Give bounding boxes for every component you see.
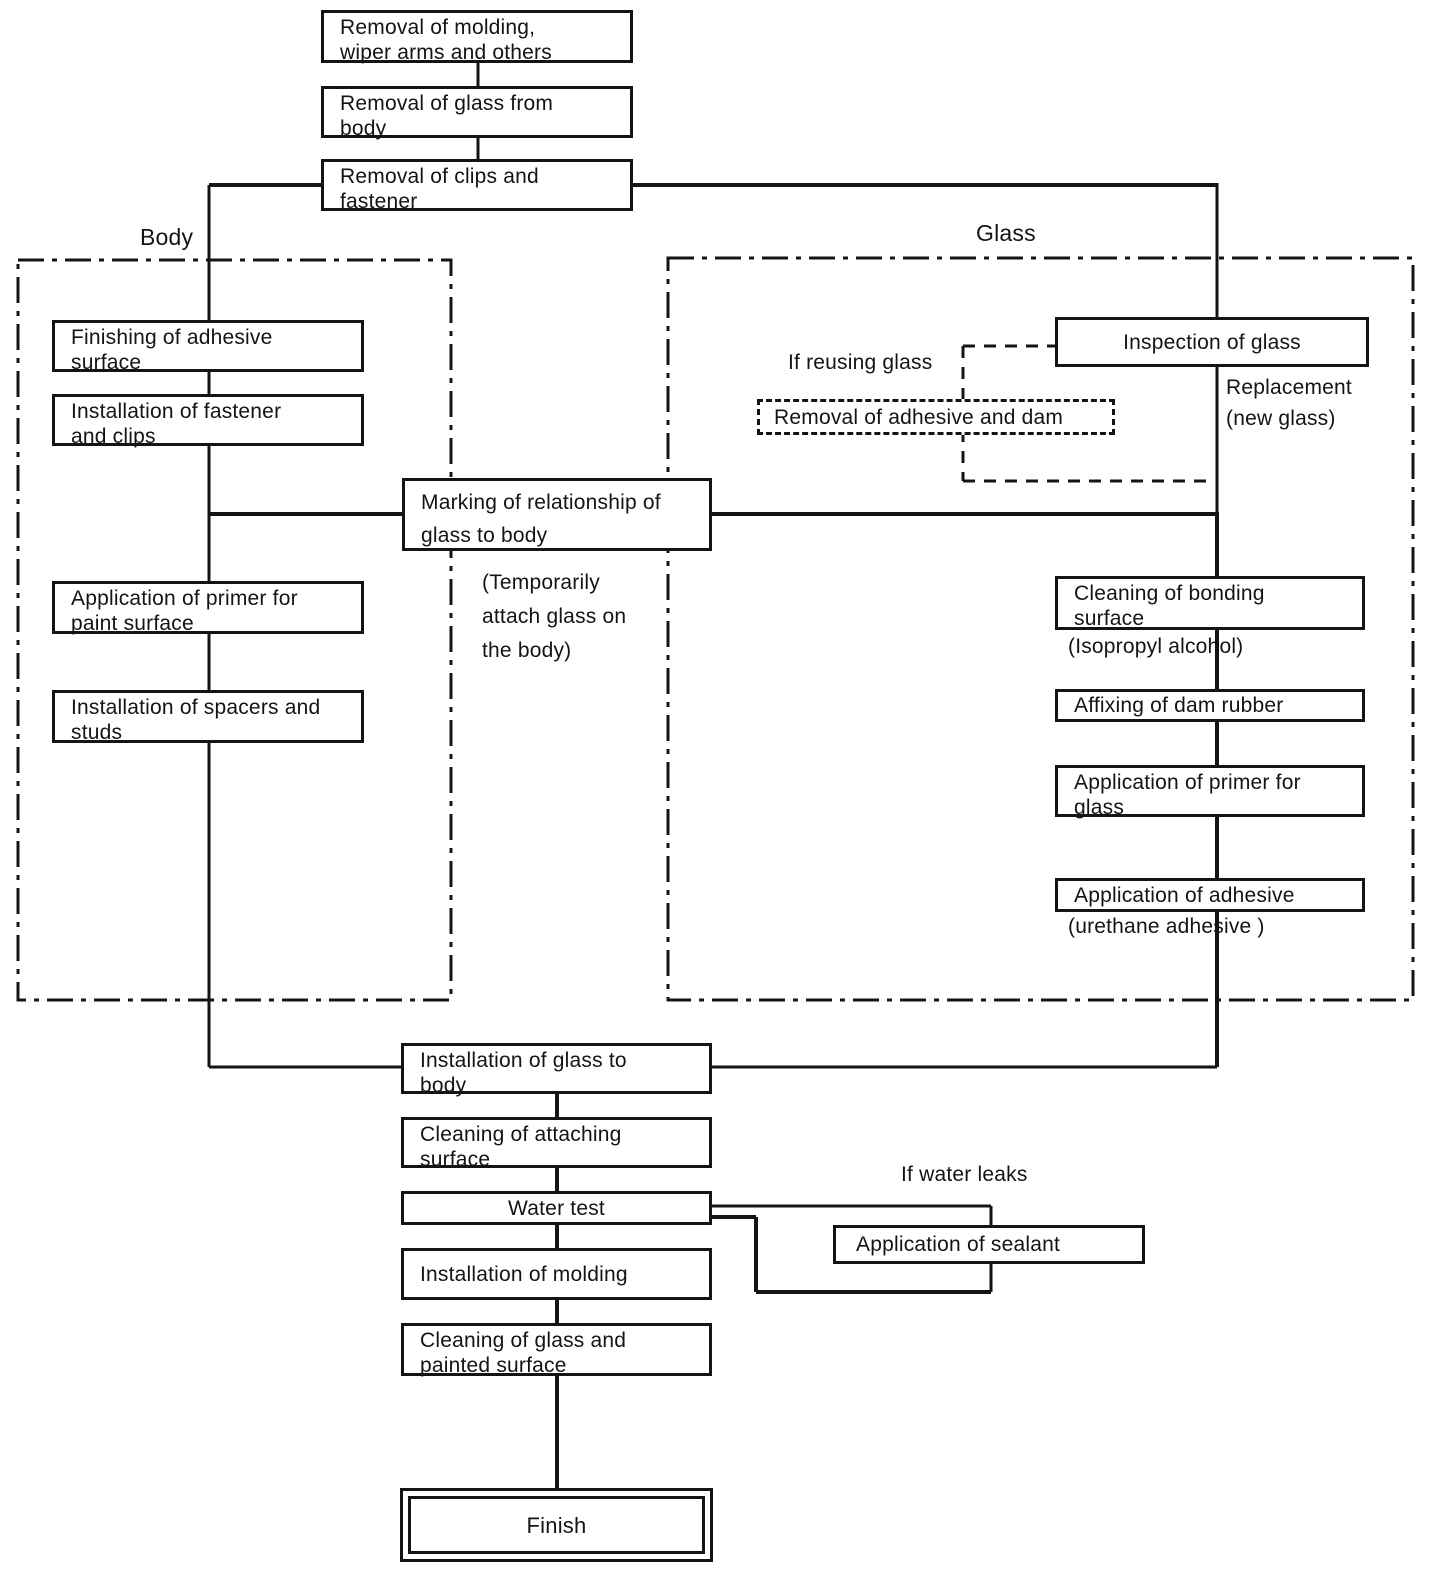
body-section-label: Body bbox=[140, 224, 194, 250]
node-cleaning-of-glass-and-painted-surface: Cleaning of glass and painted surface bbox=[401, 1323, 712, 1377]
node-removal-of-molding: Removal of molding, wiper arms and other… bbox=[321, 10, 633, 64]
node-installation-of-fastener-and-clips: Installation of fastener and clips bbox=[52, 394, 364, 448]
node-removal-of-glass-from-body: Removal of glass from body bbox=[321, 86, 633, 140]
node-affixing-of-dam-rubber: Affixing of dam rubber bbox=[1055, 689, 1365, 722]
if-reusing-glass-label: If reusing glass bbox=[788, 351, 933, 374]
urethane-adhesive-note: (urethane adhesive ) bbox=[1068, 915, 1265, 938]
node-installation-of-glass-to-body: Installation of glass to body bbox=[401, 1043, 712, 1097]
node-application-of-primer-for-paint-surface: Application of primer for paint surface bbox=[52, 581, 364, 635]
finish-inner-frame: Finish bbox=[408, 1496, 705, 1554]
node-installation-of-spacers-and-studs: Installation of spacers and studs bbox=[52, 690, 364, 744]
node-application-of-adhesive: Application of adhesive bbox=[1055, 878, 1365, 912]
node-water-test: Water test bbox=[401, 1191, 712, 1225]
node-cleaning-of-bonding-surface: Cleaning of bonding surface bbox=[1055, 576, 1365, 630]
if-water-leaks-label: If water leaks bbox=[901, 1163, 1028, 1186]
finish-label: Finish bbox=[526, 1512, 587, 1538]
node-application-of-sealant: Application of sealant bbox=[833, 1225, 1145, 1264]
temporarily-attach-note: (Temporarily attach glass on the body) bbox=[482, 571, 627, 662]
node-finish: Finish bbox=[400, 1488, 713, 1562]
isopropyl-alcohol-note: (Isopropyl alcohol) bbox=[1068, 635, 1244, 658]
replacement-new-glass-label: Replacement (new glass) bbox=[1226, 376, 1352, 430]
node-installation-of-molding: Installation of molding bbox=[401, 1248, 712, 1300]
node-marking-of-relationship: Marking of relationship of glass to body bbox=[402, 478, 712, 551]
node-cleaning-of-attaching-surface: Cleaning of attaching surface bbox=[401, 1117, 712, 1171]
node-removal-of-clips-and-fastener: Removal of clips and fastener bbox=[321, 159, 633, 213]
node-application-of-primer-for-glass: Application of primer for glass bbox=[1055, 765, 1365, 819]
glass-section-label: Glass bbox=[976, 220, 1036, 246]
node-finishing-of-adhesive-surface: Finishing of adhesive surface bbox=[52, 320, 364, 374]
node-inspection-of-glass: Inspection of glass bbox=[1055, 317, 1369, 367]
node-removal-of-adhesive-and-dam: Removal of adhesive and dam bbox=[757, 399, 1115, 435]
